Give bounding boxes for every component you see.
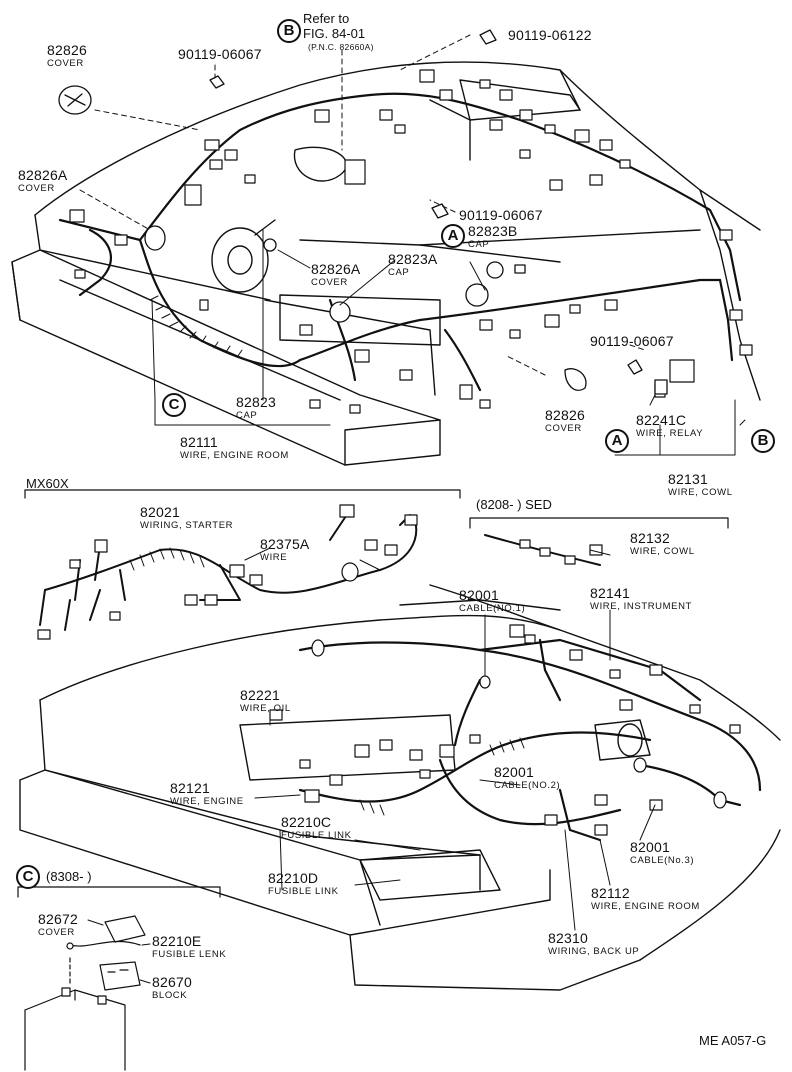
- part-label: 90119-06122: [508, 27, 592, 43]
- inset-leaders: [87, 919, 151, 984]
- badge-b-cowl: B: [751, 429, 775, 453]
- bottom-leaders: [244, 547, 656, 931]
- starter-connectors: [37, 504, 418, 640]
- part-label: 90119-06067: [590, 333, 674, 349]
- refer-line2: FIG. 84-01: [303, 26, 366, 41]
- section-c-range: (8308- ): [46, 869, 92, 884]
- badge-c: C: [162, 393, 186, 417]
- starter-ribs: [129, 547, 205, 571]
- top-solid-leaders: [151, 229, 746, 456]
- mx60x-section: [24, 489, 461, 499]
- starter-wiring: [39, 509, 418, 631]
- badge-c-inset: C: [16, 865, 40, 889]
- badge-b-refer: B: [277, 19, 301, 43]
- top-leaders: [79, 34, 646, 376]
- badge-a: A: [441, 224, 465, 248]
- refer-line1: Refer to: [303, 11, 350, 26]
- refer-line3: (P.N.C. 82660A): [308, 42, 374, 52]
- diagram-code: ME A057-G: [699, 1033, 767, 1048]
- bottom-connectors: [269, 624, 741, 836]
- top-harness: [58, 92, 742, 392]
- top-harness-ribs: [149, 295, 243, 357]
- bottom-harness: [298, 638, 762, 842]
- section-sed: (8208- ) SED: [476, 497, 552, 512]
- bottom-ribs: [359, 737, 525, 816]
- section-mx60x: MX60X: [26, 476, 69, 491]
- part-label: 90119-06067: [459, 207, 543, 223]
- badge-a-cowl: A: [605, 429, 629, 453]
- sed-connectors: [519, 539, 603, 565]
- inset-c: [17, 886, 221, 1071]
- top-car-body: [11, 61, 761, 466]
- top-small-parts: [58, 29, 668, 395]
- part-label: 90119-06067: [178, 46, 262, 62]
- top-connectors: [69, 69, 753, 414]
